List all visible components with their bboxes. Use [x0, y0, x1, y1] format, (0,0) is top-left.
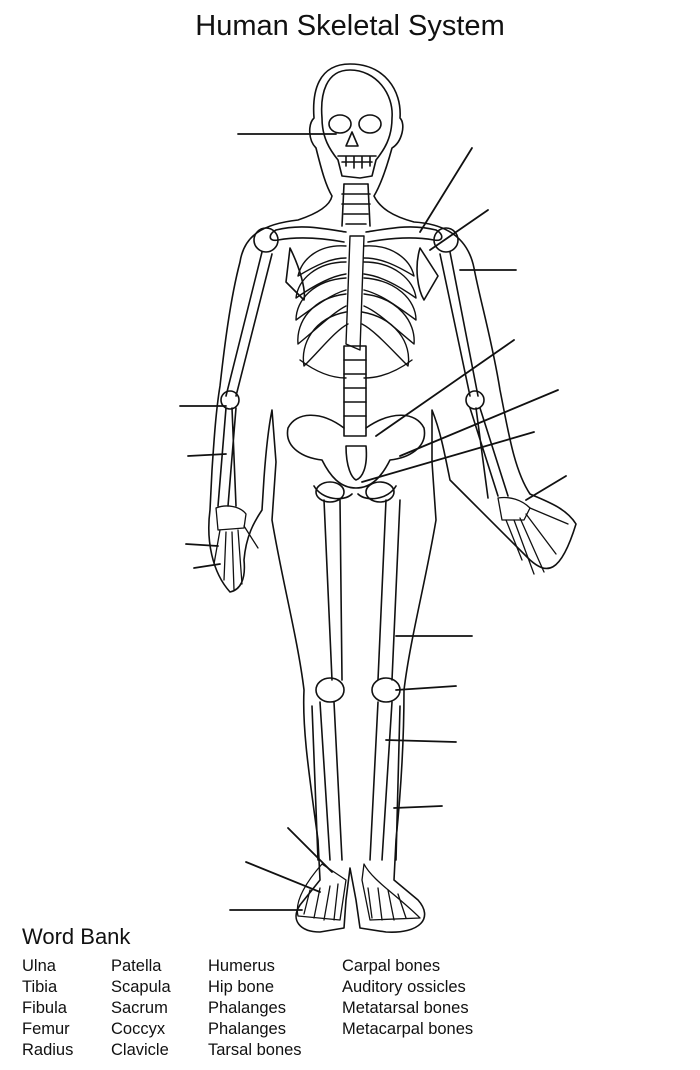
scapulae	[285, 247, 439, 301]
word-bank-item: Hip bone	[208, 978, 275, 996]
leader-line	[361, 431, 535, 483]
skull	[320, 69, 393, 179]
word-bank-item: Auditory ossicles	[342, 978, 466, 996]
word-bank-item: Tarsal bones	[208, 1041, 302, 1059]
cervical-spine	[341, 183, 371, 227]
word-bank-item: Humerus	[208, 957, 275, 975]
pelvis	[286, 414, 426, 503]
word-bank-item: Phalanges	[208, 999, 286, 1017]
feet	[296, 863, 421, 921]
leader-line	[429, 209, 489, 251]
lumbar-spine	[343, 345, 367, 437]
word-bank-column-1: Ulna Tibia Fibula Femur Radius	[22, 956, 73, 1061]
leader-line	[419, 147, 473, 233]
hands	[213, 496, 569, 591]
leader-line	[525, 475, 567, 501]
label-leader-lines	[179, 133, 567, 911]
word-bank-item: Scapula	[111, 978, 171, 996]
page-title: Human Skeletal System	[195, 10, 505, 42]
word-bank-heading: Word Bank	[22, 924, 131, 949]
word-bank-column-4: Carpal bones Auditory ossicles Metatarsa…	[342, 956, 473, 1040]
leader-line	[245, 861, 321, 893]
word-bank-item: Ulna	[22, 957, 56, 975]
word-bank-item: Coccyx	[111, 1020, 166, 1038]
leader-line	[287, 827, 333, 873]
word-bank-item: Fibula	[22, 999, 67, 1017]
word-bank-item: Sacrum	[111, 999, 168, 1017]
rib-cage	[295, 235, 417, 379]
body-outline	[208, 63, 577, 933]
word-bank-item: Phalanges	[208, 1020, 286, 1038]
leader-line	[375, 339, 515, 437]
clavicles	[253, 226, 459, 253]
word-bank-item: Metatarsal bones	[342, 999, 469, 1017]
word-bank-column-3: Humerus Hip bone Phalanges Phalanges Tar…	[208, 956, 302, 1061]
leader-line	[393, 805, 443, 809]
leader-line	[395, 685, 457, 691]
word-bank-item: Clavicle	[111, 1041, 169, 1059]
word-bank-item: Metacarpal bones	[342, 1020, 474, 1038]
word-bank-item: Femur	[22, 1020, 70, 1038]
arms	[217, 251, 509, 507]
leader-line	[385, 739, 457, 743]
leader-line	[193, 563, 221, 569]
word-bank-item: Patella	[111, 957, 162, 975]
leader-line	[185, 543, 219, 547]
word-bank-item: Radius	[22, 1041, 74, 1059]
leader-line	[399, 389, 559, 457]
legs	[311, 499, 401, 861]
word-bank-item: Carpal bones	[342, 957, 441, 975]
word-bank-column-2: Patella Scapula Sacrum Coccyx Clavicle	[111, 956, 171, 1061]
word-bank-item: Tibia	[22, 978, 58, 996]
leader-line	[187, 453, 227, 457]
